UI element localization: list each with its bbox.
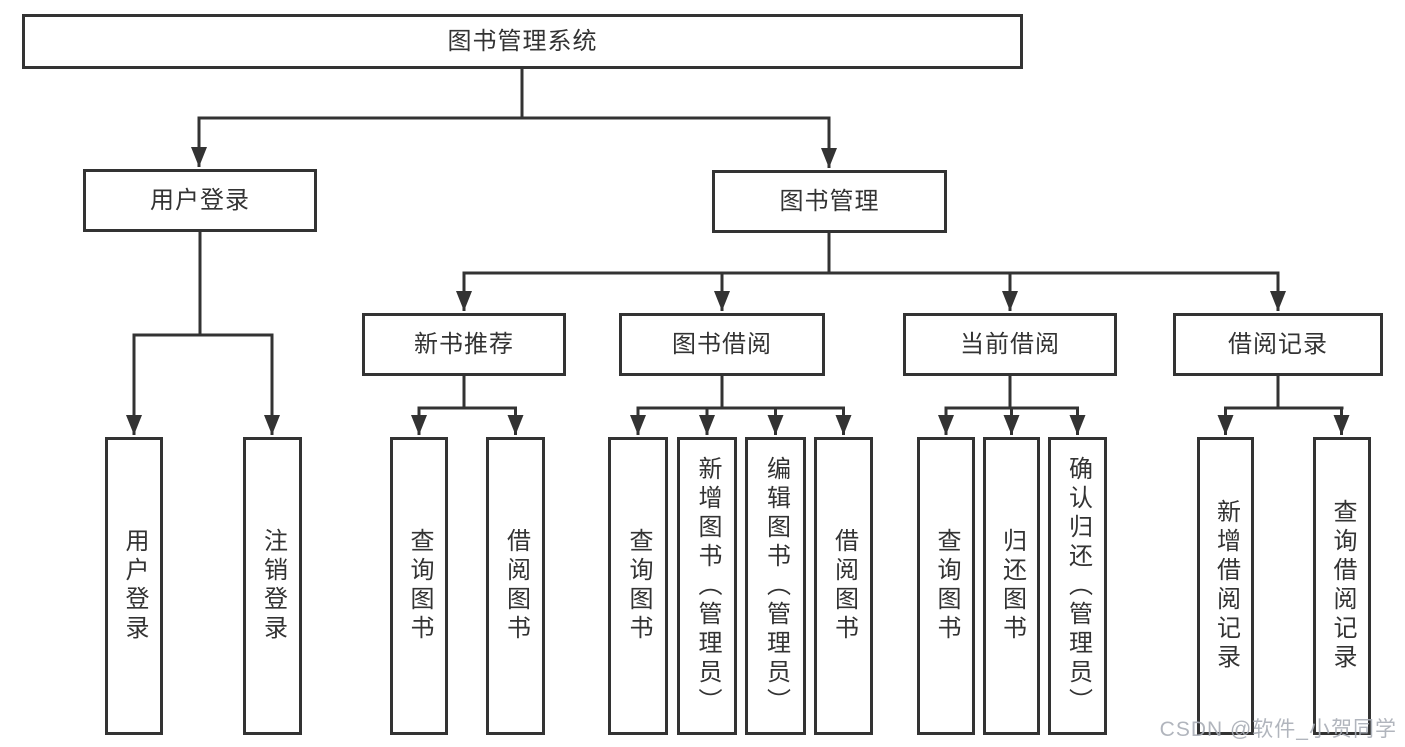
node-nb-borrow-books: 借阅图书 (486, 437, 545, 735)
node-bb-add-books-admin: 新增图书（管理员） (677, 437, 737, 735)
node-book-management: 图书管理 (712, 170, 947, 233)
node-bb-query-books: 查询图书 (608, 437, 668, 735)
node-bb-borrow-books: 借阅图书 (814, 437, 873, 735)
node-book-borrowing: 图书借阅 (619, 313, 825, 376)
csdn-watermark: CSDN @软件_小贺同学 (1159, 718, 1397, 741)
node-root-library-system: 图书管理系统 (22, 14, 1023, 69)
node-user-login: 用户登录 (83, 169, 317, 232)
node-cb-query-books: 查询图书 (917, 437, 975, 735)
node-bb-edit-books-admin: 编辑图书（管理员） (745, 437, 806, 735)
node-logout: 注销登录 (243, 437, 302, 735)
node-user-login-leaf: 用户登录 (105, 437, 163, 735)
node-cb-confirm-return-admin: 确认归还（管理员） (1048, 437, 1107, 735)
node-br-add-record: 新增借阅记录 (1197, 437, 1254, 735)
node-cb-return-books: 归还图书 (983, 437, 1040, 735)
node-br-query-record: 查询借阅记录 (1313, 437, 1371, 735)
node-nb-query-books: 查询图书 (390, 437, 448, 735)
node-borrowing-records: 借阅记录 (1173, 313, 1383, 376)
node-current-borrowing: 当前借阅 (903, 313, 1117, 376)
node-new-book-recommendation: 新书推荐 (362, 313, 566, 376)
